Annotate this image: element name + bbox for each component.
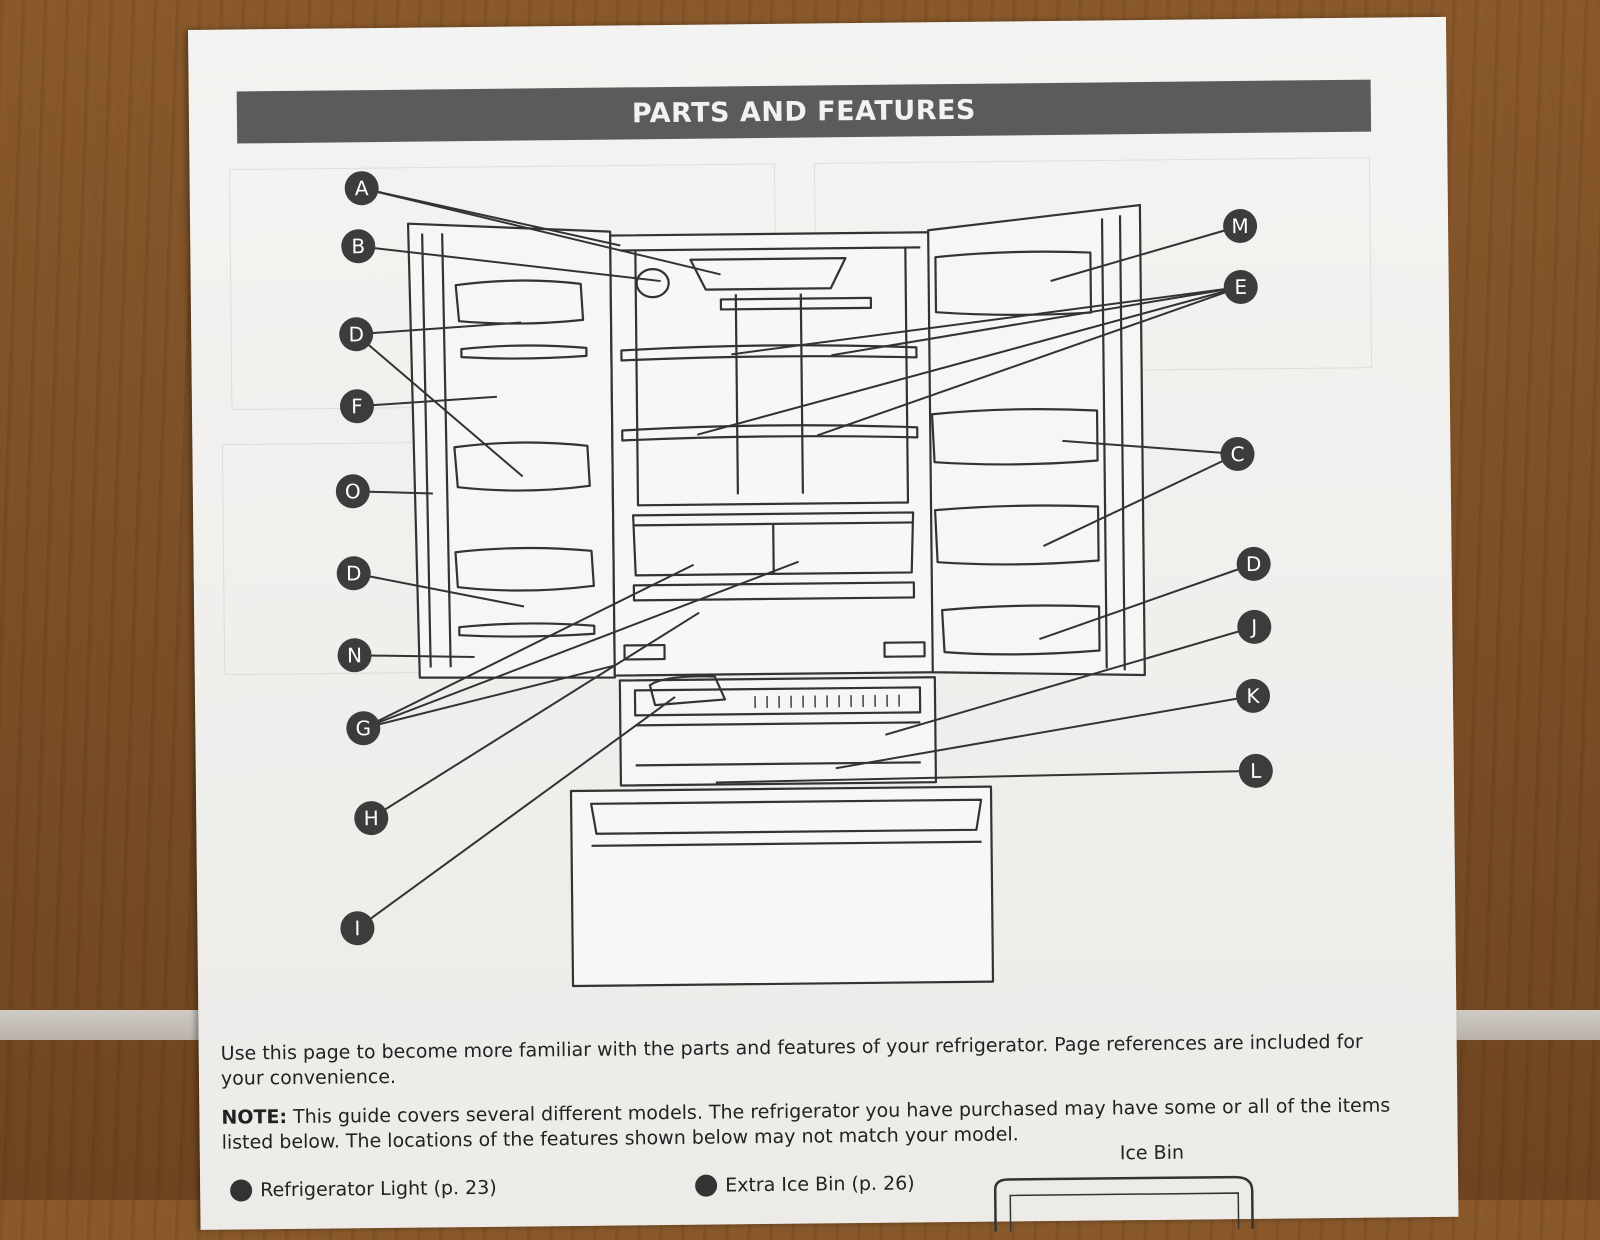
svg-text:D: D (1246, 552, 1262, 576)
note-text: This guide covers several different mode… (221, 1094, 1391, 1154)
ice-bin-label: Ice Bin (1119, 1141, 1185, 1165)
svg-text:O: O (345, 479, 361, 503)
ice-bin-illustration (993, 1175, 1254, 1232)
svg-text:K: K (1246, 684, 1260, 708)
svg-text:G: G (355, 716, 371, 740)
callout-c: C (1220, 437, 1255, 472)
callout-d-left-bottom: D (336, 556, 371, 591)
svg-text:B: B (351, 234, 365, 258)
svg-text:D: D (346, 561, 362, 585)
svg-text:E: E (1234, 275, 1247, 299)
svg-text:F: F (351, 394, 363, 418)
svg-text:I: I (354, 916, 360, 940)
callout-b: B (341, 229, 376, 264)
callout-i: I (340, 911, 375, 946)
bullet-icon (230, 1179, 253, 1202)
manual-page: PARTS AND FEATURES (188, 16, 1459, 1232)
svg-text:M: M (1231, 214, 1249, 238)
note-paragraph: NOTE: This guide covers several differen… (221, 1093, 1411, 1155)
callout-l: L (1238, 753, 1273, 788)
callout-k: K (1236, 678, 1271, 713)
svg-text:A: A (355, 176, 369, 200)
callout-g: G (346, 711, 381, 746)
callout-m: M (1223, 208, 1258, 243)
note-label: NOTE: (221, 1106, 288, 1129)
footer-item-extra-ice-bin: Extra Ice Bin (p. 26) (695, 1172, 915, 1197)
footer-item-label: Refrigerator Light (p. 23) (260, 1176, 497, 1202)
intro-paragraph: Use this page to become more familiar wi… (220, 1030, 1363, 1090)
callout-d-left-top: D (339, 317, 374, 352)
svg-text:L: L (1250, 759, 1262, 783)
callout-h: H (354, 801, 389, 836)
callout-o: O (335, 474, 370, 509)
leader-lines (352, 187, 1256, 930)
svg-text:H: H (364, 806, 379, 830)
callouts: A B D F O D N G H I M E C D J K L (335, 171, 1273, 946)
footer-item-label: Extra Ice Bin (p. 26) (725, 1172, 915, 1197)
footer-item-refrigerator-light: Refrigerator Light (p. 23) (230, 1177, 497, 1202)
callout-a: A (344, 171, 379, 206)
bullet-icon (695, 1174, 718, 1197)
svg-text:D: D (348, 322, 364, 346)
svg-text:J: J (1249, 615, 1257, 639)
callout-f: F (339, 389, 374, 424)
svg-text:N: N (347, 643, 362, 667)
callout-d-right: D (1236, 546, 1271, 581)
callout-n: N (337, 638, 372, 673)
callout-j: J (1237, 609, 1272, 644)
callout-e: E (1223, 269, 1258, 304)
fridge-outline (406, 203, 1146, 988)
refrigerator-diagram: A B D F O D N G H I M E C D J K L (221, 157, 1373, 988)
svg-text:C: C (1230, 442, 1244, 466)
